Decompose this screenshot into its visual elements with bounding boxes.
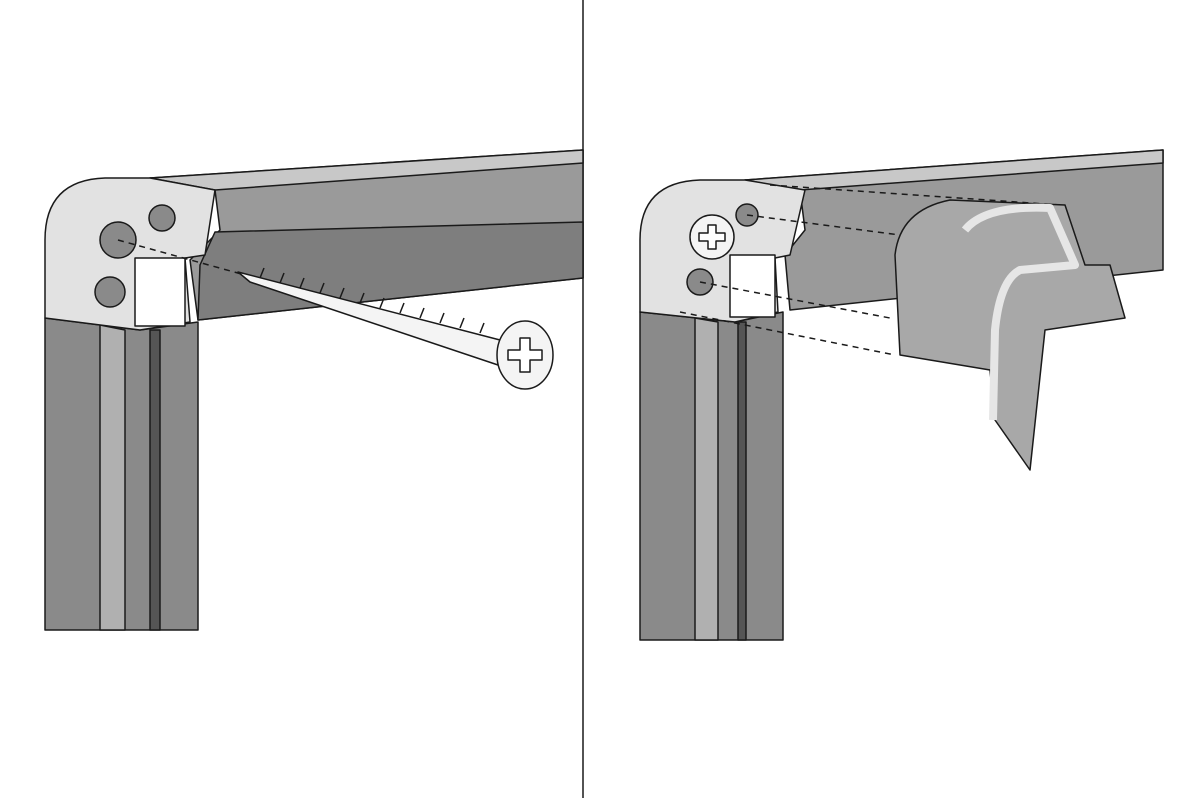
corner-opening — [134, 257, 186, 327]
vertical-rail-light — [99, 324, 126, 631]
phillips-head-icon — [507, 337, 543, 373]
guide-lines — [679, 184, 1061, 356]
corner-opening — [729, 254, 776, 318]
vertical-rail-groove — [149, 329, 161, 631]
screw — [237, 267, 554, 390]
right-panel — [639, 149, 1164, 641]
end-cap-edge — [961, 203, 1079, 421]
rail-inner-face — [197, 221, 584, 321]
vertical-rail-light — [694, 317, 719, 641]
vertical-rail-groove — [737, 321, 747, 641]
phillips-head-icon — [698, 224, 726, 250]
screw-hole — [94, 276, 126, 308]
screw-hole — [148, 204, 176, 232]
left-panel — [44, 149, 584, 631]
